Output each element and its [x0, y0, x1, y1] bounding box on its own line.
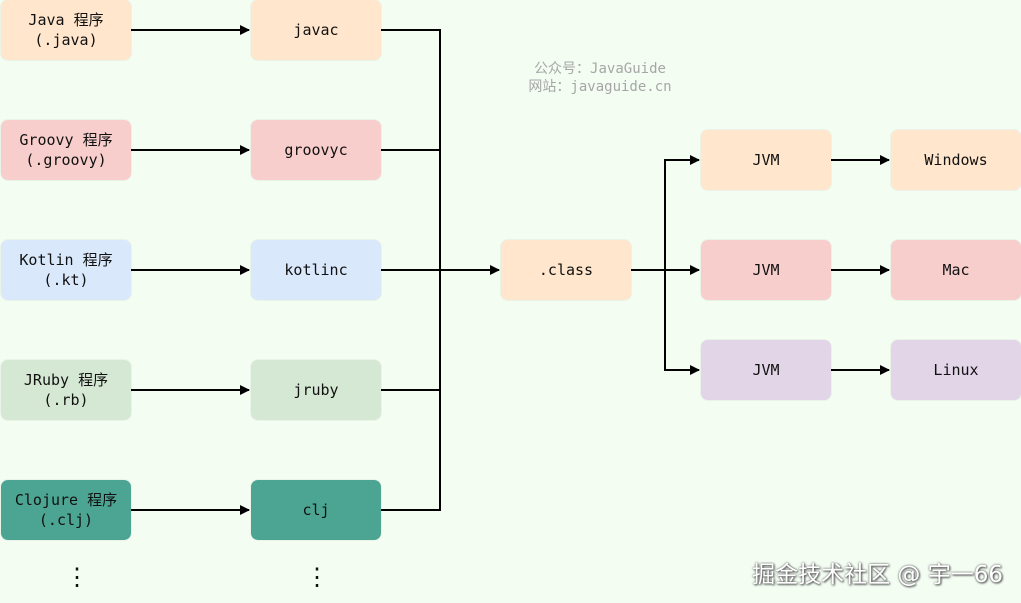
edge-class-jvm-linux	[631, 269, 700, 375]
node-compiler-groovyc-label: groovyc	[284, 141, 348, 159]
node-java-program-ext: (.java)	[34, 31, 98, 49]
node-bytecode-class: .class	[501, 240, 631, 300]
node-platform-linux-label: Linux	[933, 361, 979, 379]
node-compiler-javac: javac	[251, 0, 381, 60]
node-kotlin-program-ext: (.kt)	[43, 271, 89, 289]
node-bytecode-class-label: .class	[538, 261, 594, 279]
node-kotlin-program-name: Kotlin 程序	[19, 251, 113, 269]
node-compiler-clj: clj	[251, 480, 381, 540]
node-compiler-jruby-label: jruby	[293, 381, 339, 399]
node-jruby-program-ext: (.rb)	[43, 391, 89, 409]
node-jvm-mac: JVM	[701, 240, 831, 300]
node-jruby-program-name: JRuby 程序	[23, 371, 109, 389]
node-jvm-linux-label: JVM	[752, 361, 780, 379]
node-platform-mac-label: Mac	[942, 261, 970, 279]
node-java-program: Java 程序 (.java)	[1, 0, 131, 60]
watermark-wechat: 公众号：JavaGuide	[534, 61, 666, 77]
node-jvm-windows-label: JVM	[752, 151, 780, 169]
node-compiler-groovyc: groovyc	[251, 120, 381, 180]
node-jruby-program: JRuby 程序 (.rb)	[1, 360, 131, 420]
community-watermark: 掘金技术社区 @ 宇一66	[752, 562, 1003, 588]
node-compiler-kotlinc-label: kotlinc	[284, 261, 348, 279]
node-platform-windows: Windows	[891, 130, 1021, 190]
node-jvm-windows: JVM	[701, 130, 831, 190]
node-groovy-program-ext: (.groovy)	[25, 151, 107, 169]
more-sources-ellipsis: ⋮	[65, 563, 89, 591]
node-platform-mac: Mac	[891, 240, 1021, 300]
edge-class-jvm-windows	[631, 155, 700, 271]
watermark-website: 网站：javaguide.cn	[528, 79, 672, 95]
node-clojure-program-ext: (.clj)	[38, 511, 94, 529]
more-compilers-ellipsis: ⋮	[305, 563, 329, 591]
node-compiler-javac-label: javac	[293, 21, 339, 39]
node-jvm-linux: JVM	[701, 340, 831, 400]
node-compiler-kotlinc: kotlinc	[251, 240, 381, 300]
node-kotlin-program: Kotlin 程序 (.kt)	[1, 240, 131, 300]
node-compiler-jruby: jruby	[251, 360, 381, 420]
node-groovy-program-name: Groovy 程序	[19, 131, 113, 149]
node-platform-linux: Linux	[891, 340, 1021, 400]
node-clojure-program-name: Clojure 程序	[14, 491, 118, 509]
node-clojure-program: Clojure 程序 (.clj)	[1, 480, 131, 540]
node-java-program-name: Java 程序	[28, 11, 104, 29]
node-platform-windows-label: Windows	[924, 151, 988, 169]
node-groovy-program: Groovy 程序 (.groovy)	[1, 120, 131, 180]
node-jvm-mac-label: JVM	[752, 261, 780, 279]
node-compiler-clj-label: clj	[302, 501, 330, 519]
